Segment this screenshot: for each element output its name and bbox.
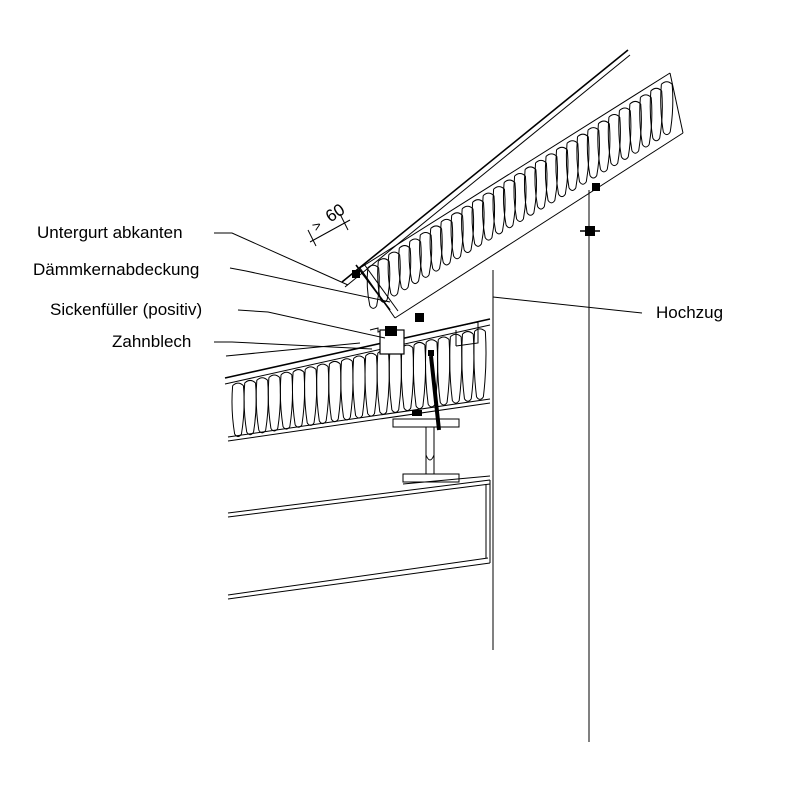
upper-roof-panel	[341, 49, 684, 319]
insulation-cell	[377, 258, 391, 303]
label-daemmkernabdeckung: Dämmkernabdeckung	[33, 260, 199, 279]
insulation-cell	[279, 371, 293, 430]
insulation-cell	[450, 212, 464, 260]
insulation-cell	[492, 186, 506, 235]
label-zahnblech: Zahnblech	[112, 332, 191, 351]
insulation-cell	[231, 382, 245, 438]
insulation-cell	[481, 192, 496, 241]
label-sickenfueller: Sickenfüller (positiv)	[50, 300, 202, 319]
insulation-cell	[607, 114, 621, 167]
insulation-cell	[576, 133, 590, 185]
svg-text:> 60: > 60	[308, 200, 348, 235]
insulation-cell	[502, 179, 517, 229]
insulation-cell	[364, 352, 378, 417]
fasteners	[352, 183, 600, 431]
insulation-cell	[412, 341, 427, 410]
insulation-cell	[408, 238, 422, 285]
steel-i-beam	[392, 418, 491, 485]
insulation-cell	[461, 331, 475, 402]
insulation-cell	[473, 328, 487, 400]
dimension-60: > 60	[307, 200, 351, 247]
insulation-cell	[461, 205, 475, 254]
insulation-cell	[555, 146, 569, 198]
insulation-cell	[440, 218, 454, 266]
insulation-cell	[565, 140, 579, 191]
insulation-cell	[429, 225, 443, 272]
insulation-cell	[255, 377, 269, 434]
insulation-cell	[660, 81, 674, 136]
dimension-prefix: >	[309, 217, 325, 235]
upper-insulation-hatch	[366, 81, 674, 309]
insulation-cell	[387, 251, 401, 297]
insulation-cell	[376, 350, 390, 415]
insulation-cell	[544, 153, 559, 204]
insulation-cell	[291, 369, 306, 428]
insulation-cell	[388, 347, 402, 413]
label-hochzug: Hochzug	[656, 303, 723, 322]
insulation-cell	[243, 379, 257, 436]
insulation-cell	[628, 100, 642, 154]
insulation-cell	[586, 127, 600, 179]
insulation-cell	[597, 120, 611, 173]
insulation-cell	[340, 358, 354, 421]
insulation-cell	[471, 199, 485, 247]
insulation-cell	[304, 366, 318, 426]
insulation-cell	[316, 363, 330, 425]
insulation-cell	[398, 245, 412, 291]
label-untergurt-abkanten: Untergurt abkanten	[37, 223, 183, 242]
leader-lines	[214, 232, 643, 357]
insulation-cell	[534, 159, 548, 210]
insulation-cell	[618, 107, 632, 160]
insulation-cell	[267, 374, 281, 432]
insulation-cell	[437, 336, 451, 406]
insulation-cell	[352, 355, 366, 419]
insulation-cell	[639, 94, 653, 148]
insulation-cell	[523, 166, 538, 216]
insulation-cell	[366, 264, 380, 309]
lower-roof-panel	[224, 318, 491, 442]
lower-insulation-hatch	[231, 328, 487, 438]
insulation-cell	[419, 231, 433, 278]
insulation-cell	[400, 344, 414, 412]
insulation-cell	[513, 173, 527, 222]
insulation-cell	[649, 87, 663, 142]
insulation-cell	[328, 360, 342, 423]
wall-panels	[227, 479, 491, 600]
